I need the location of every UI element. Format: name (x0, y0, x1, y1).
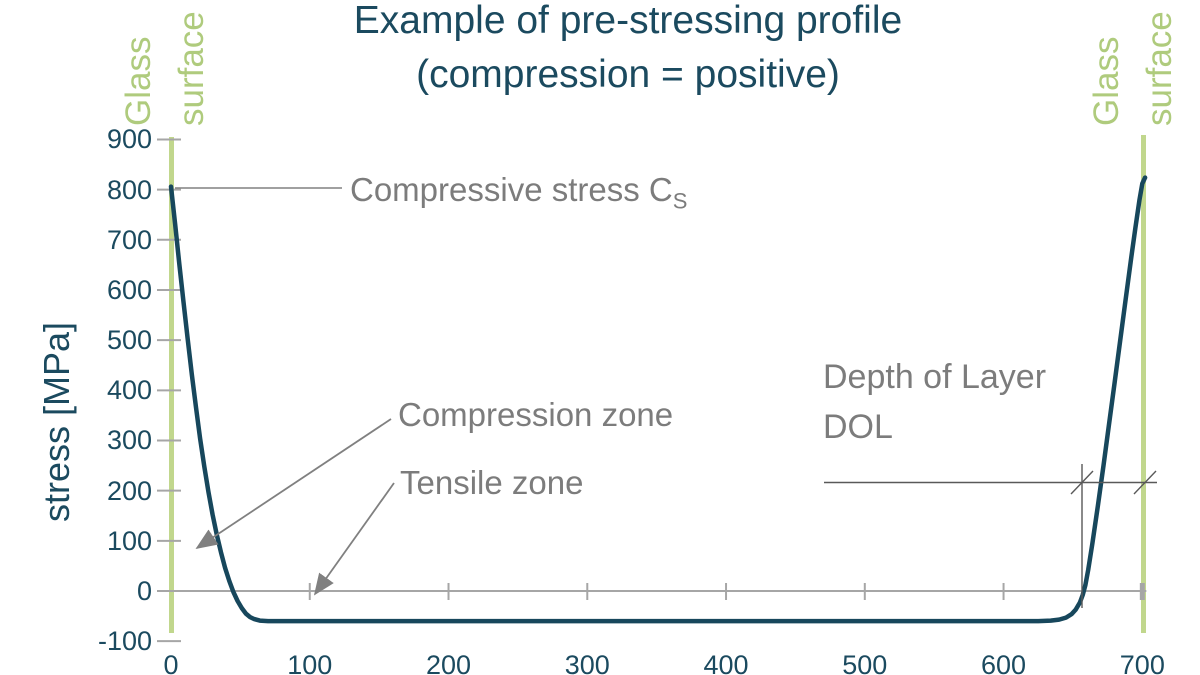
y-tick-label: 0 (136, 576, 152, 606)
x-tick-label: 200 (425, 650, 472, 675)
x-tick-label: 400 (703, 650, 749, 675)
chart-title-line1: Example of pre-stressing profile (353, 0, 903, 42)
y-tick-label: 100 (106, 525, 152, 556)
compression-zone-annotation: Compression zone (398, 396, 674, 433)
x-tick-label: 600 (981, 650, 1027, 675)
y-tick-label: 700 (106, 224, 152, 255)
y-tick-label: 600 (106, 274, 152, 305)
x-tick-label: 500 (842, 650, 888, 675)
dol-annotation-line2: DOL (823, 408, 893, 446)
compressive-stress-annotation: Compressive stress CS (350, 170, 687, 222)
y-tick-label: 400 (106, 375, 152, 406)
dol-dimension-slash-right (1133, 470, 1157, 495)
y-tick-label: 300 (106, 425, 152, 456)
compressive-stress-subscript: S (672, 188, 688, 214)
y-tick-label: -100 (97, 626, 152, 657)
dol-dimension (824, 464, 1157, 608)
x-tick-label: 100 (287, 650, 333, 675)
compression-zone-arrow (195, 418, 392, 549)
tensile-zone-arrow (313, 482, 395, 596)
y-tick-label: 500 (106, 325, 152, 356)
compressive-stress-text: Compressive stress C (350, 171, 673, 208)
chart-title-line2: (compression = positive) (416, 53, 840, 96)
dol-annotation: Depth of Layer DOL (823, 352, 1046, 452)
y-tick-label: 900 (106, 124, 152, 155)
x-tick-label: 700 (1119, 650, 1165, 675)
chart-title: Example of pre-stressing profile (compre… (228, 0, 1028, 102)
y-tick-label: 800 (106, 174, 152, 205)
stress-curve (168, 175, 1148, 624)
dol-dimension-slash-left (1070, 470, 1094, 495)
dol-annotation-line1: Depth of Layer (823, 358, 1047, 396)
x-tick-label: 0 (163, 650, 179, 675)
zero-gridline-and-ticks (157, 138, 1147, 643)
tensile-zone-annotation: Tensile zone (400, 464, 584, 501)
y-tick-label: 200 (106, 475, 152, 506)
x-tick-label: 300 (564, 650, 610, 675)
